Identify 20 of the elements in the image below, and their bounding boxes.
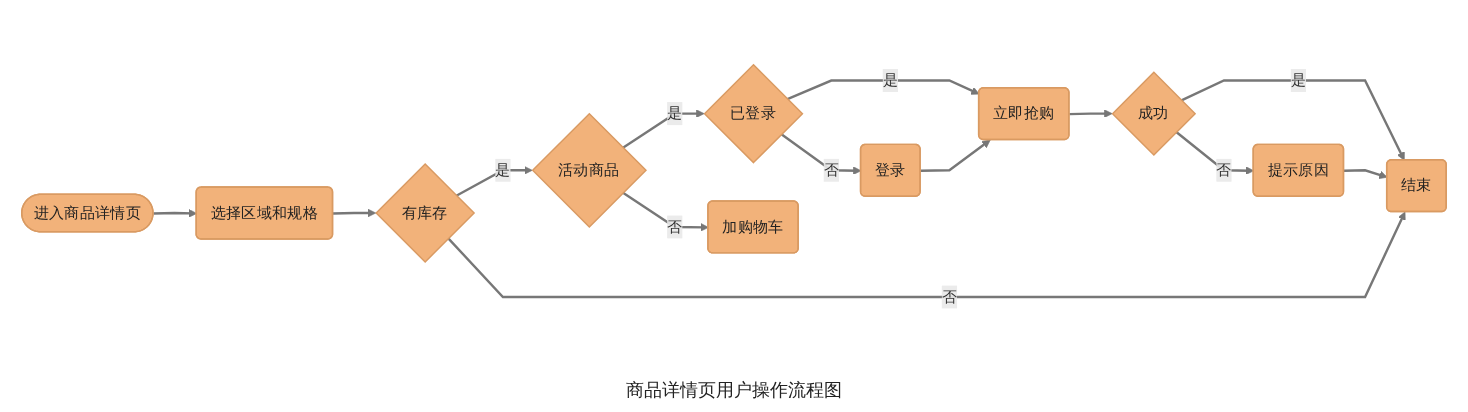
caption: 商品详情页用户操作流程图 (626, 378, 842, 402)
edge-label: 否 (667, 217, 683, 236)
edge-label: 是 (882, 71, 899, 90)
arrow (787, 79, 980, 101)
edge-label: 否 (941, 287, 958, 307)
node-diamond: 已登录 (703, 64, 804, 164)
arrow (447, 212, 1406, 299)
edge-label: 否 (823, 161, 839, 180)
arrow (622, 109, 705, 150)
edge-label: 是 (667, 104, 683, 123)
edge-label: 否 (1216, 161, 1232, 180)
arrow (920, 140, 991, 173)
node-diamond: 有库存 (375, 163, 476, 264)
edge-label: 是 (495, 161, 511, 180)
edge-label: 是 (1290, 71, 1307, 90)
arrow (333, 209, 377, 218)
arrow (1181, 79, 1405, 161)
node-diamond: 成功 (1111, 71, 1197, 157)
arrow (1069, 109, 1113, 119)
node-diamond: 活动商品 (531, 113, 648, 229)
